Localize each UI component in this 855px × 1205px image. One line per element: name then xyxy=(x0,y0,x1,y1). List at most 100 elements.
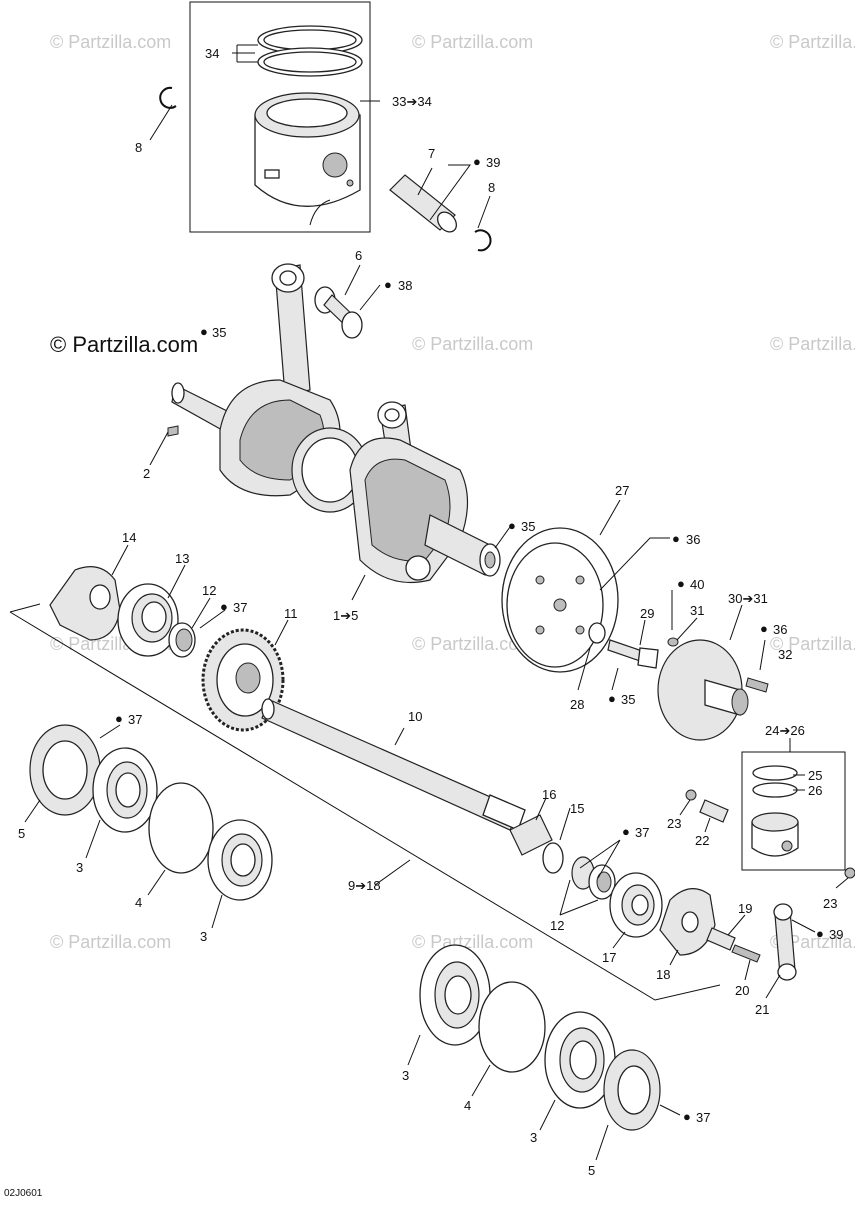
callout-2: 2 xyxy=(143,466,150,481)
watermark: © Partzilla.com xyxy=(412,932,533,952)
callout-19: 19 xyxy=(738,901,752,916)
lube-symbol: ● xyxy=(816,926,824,941)
callout-6: 6 xyxy=(355,248,362,263)
callout-22: 22 xyxy=(695,833,709,848)
balancer-kit-box xyxy=(741,751,846,871)
ring-15 xyxy=(542,842,564,874)
diagram-code: 02J0601 xyxy=(4,1188,43,1199)
callout-23: 23 xyxy=(667,816,681,831)
callout-14: 14 xyxy=(122,530,136,545)
watermark: © Partzilla.com xyxy=(770,32,855,52)
bearing-3c xyxy=(419,944,491,1046)
callout-20: 20 xyxy=(735,983,749,998)
callout-32: 32 xyxy=(778,647,792,662)
countershaft-10 xyxy=(261,698,526,831)
group-frame-line xyxy=(9,603,721,1001)
watermark-layer: © Partzilla.com © Partzilla.com © Partzi… xyxy=(50,32,855,952)
callout-35: 35 xyxy=(621,692,635,707)
nut-23-left xyxy=(685,789,697,801)
watermark: © Partzilla.com xyxy=(412,334,533,354)
watermark: © Partzilla.com xyxy=(770,334,855,354)
callout-39: 39 xyxy=(829,927,843,942)
lube-symbol: ● xyxy=(115,711,123,726)
bearing-3b xyxy=(207,819,273,901)
circlip-8-right xyxy=(474,229,492,252)
ring-4a xyxy=(148,782,214,874)
callout-8: 8 xyxy=(488,180,495,195)
flywheel-27 xyxy=(501,527,619,673)
callout-27: 27 xyxy=(615,483,629,498)
lube-symbol: ● xyxy=(760,621,768,636)
callout-37: 37 xyxy=(635,825,649,840)
piston-assembly xyxy=(189,1,371,233)
callout-9-18: 9➔18 xyxy=(348,878,381,893)
callout-3: 3 xyxy=(530,1130,537,1145)
screw-32 xyxy=(745,677,769,693)
callout-36: 36 xyxy=(686,532,700,547)
dowel-31 xyxy=(667,637,679,647)
drive-hub-30 xyxy=(657,639,749,741)
lube-symbol: ● xyxy=(473,154,481,169)
leader-lines xyxy=(24,44,849,1161)
woodruff-key-2 xyxy=(167,425,179,437)
pin-22 xyxy=(699,799,729,823)
callout-23: 23 xyxy=(823,896,837,911)
bolt-29 xyxy=(607,639,659,669)
callout-36: 36 xyxy=(773,622,787,637)
watermark: © Partzilla.com xyxy=(412,32,533,52)
callout-25: 25 xyxy=(808,768,822,783)
callout-3: 3 xyxy=(76,860,83,875)
callout-29: 29 xyxy=(640,606,654,621)
lube-symbol: ● xyxy=(608,691,616,706)
callout-4: 4 xyxy=(135,895,142,910)
callout-33-34: 33➔34 xyxy=(392,94,432,109)
watermark: © Partzilla.com xyxy=(412,634,533,654)
lube-symbol: ● xyxy=(683,1109,691,1124)
lube-symbol: ● xyxy=(384,277,392,292)
watermark: © Partzilla.com xyxy=(50,32,171,52)
washer-28 xyxy=(588,622,606,644)
bearing-3a xyxy=(92,747,158,833)
ball-bearing-13 xyxy=(117,583,179,657)
seal-12-right xyxy=(571,856,616,900)
bearing-3d xyxy=(544,1011,616,1109)
needle-bearing-16 xyxy=(509,814,553,856)
callout-10: 10 xyxy=(408,709,422,724)
callout-16: 16 xyxy=(542,787,556,802)
callout-37: 37 xyxy=(696,1110,710,1125)
callout-7: 7 xyxy=(428,146,435,161)
callout-37: 37 xyxy=(233,600,247,615)
callout-34: 34 xyxy=(205,46,219,61)
callout-30-31: 30➔31 xyxy=(728,591,768,606)
callout-40: 40 xyxy=(690,577,704,592)
needle-bearing-6 xyxy=(314,286,363,339)
callout-1-5: 1➔5 xyxy=(333,608,358,623)
callout-24-26: 24➔26 xyxy=(765,723,805,738)
piston-pin-7 xyxy=(389,174,458,233)
callout-8: 8 xyxy=(135,140,142,155)
callout-11: 11 xyxy=(284,606,298,621)
callout-4: 4 xyxy=(464,1098,471,1113)
callout-18: 18 xyxy=(656,967,670,982)
callout-5: 5 xyxy=(588,1163,595,1178)
counterweight-18 xyxy=(659,888,716,956)
callout-21: 21 xyxy=(755,1002,769,1017)
callout-17: 17 xyxy=(602,950,616,965)
callout-37: 37 xyxy=(128,712,142,727)
callout-31: 31 xyxy=(690,603,704,618)
lube-symbol: ● xyxy=(622,824,630,839)
circlip-8-top xyxy=(159,86,177,109)
piston-kit-box xyxy=(189,1,371,233)
crankshaft-assembly xyxy=(171,263,501,584)
callout-3: 3 xyxy=(402,1068,409,1083)
callout-5: 5 xyxy=(18,826,25,841)
lube-symbol: ● xyxy=(200,324,208,339)
seal-5-left xyxy=(29,724,101,816)
callout-12: 12 xyxy=(550,918,564,933)
screw-20 xyxy=(731,944,761,963)
callout-12: 12 xyxy=(202,583,216,598)
callout-labels: 34 33➔34 8 7 ● 39 8 6 ● 38 © Partzilla.c… xyxy=(4,46,843,1199)
lube-symbol: ● xyxy=(672,531,680,546)
nut-23-right xyxy=(844,867,855,879)
